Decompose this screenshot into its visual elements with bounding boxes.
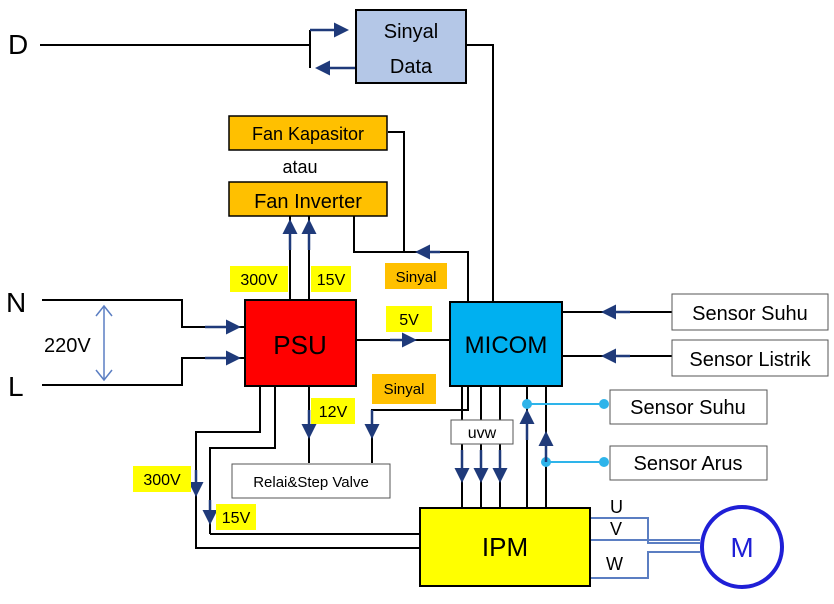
label-sinyal-mid: Sinyal (372, 374, 436, 404)
psu-block: PSU (244, 299, 357, 387)
svg-text:Fan Inverter: Fan Inverter (254, 191, 362, 213)
phase-w-label: W (606, 554, 623, 574)
label-15v-top: 15V (311, 266, 351, 292)
wires (40, 30, 672, 549)
sensor-links (527, 403, 604, 463)
svg-text:15V: 15V (317, 272, 346, 289)
motor: M (700, 505, 784, 589)
svg-text:Sensor Suhu: Sensor Suhu (630, 397, 746, 419)
voltage-label: 220V (44, 335, 91, 357)
arrows (188, 22, 630, 525)
dot-arus-right (599, 457, 609, 467)
phase-u-line (590, 517, 700, 544)
wire-l (42, 357, 244, 386)
svg-text:MICOM: MICOM (465, 332, 548, 359)
svg-text:Sinyal: Sinyal (396, 269, 437, 286)
wire-fankap-micom (388, 131, 405, 252)
wire-psu-ipm-1 (195, 386, 420, 549)
sinyal-data-line2: Data (390, 56, 433, 78)
sensor-suhu-mid: Sensor Suhu (609, 389, 768, 425)
label-300v-left: 300V (133, 466, 191, 492)
uvw-block: uvw (450, 419, 514, 445)
phase-lines (590, 517, 700, 579)
label-5v: 5V (386, 306, 432, 332)
sensor-arus: Sensor Arus (609, 445, 768, 481)
svg-text:Sensor Arus: Sensor Arus (634, 453, 743, 475)
label-12v: 12V (311, 398, 355, 424)
svg-text:Sensor Suhu: Sensor Suhu (692, 303, 808, 325)
sensor-listrik: Sensor Listrik (671, 339, 829, 377)
relai-block: Relai&Step Valve (231, 463, 391, 499)
label-sinyal-top: Sinyal (385, 263, 447, 289)
input-d: D (8, 29, 28, 60)
svg-text:300V: 300V (240, 272, 278, 289)
phase-v-label: V (610, 519, 622, 539)
sensor-dots (522, 399, 609, 467)
svg-text:Relai&Step Valve: Relai&Step Valve (253, 474, 369, 491)
input-n: N (6, 287, 26, 318)
sensor-suhu-right: Sensor Suhu (671, 293, 829, 331)
svg-text:300V: 300V (143, 472, 181, 489)
sinyal-data-block: Sinyal Data (355, 9, 467, 84)
ipm-block: IPM (419, 507, 591, 587)
wire-psu-ipm-2 (209, 386, 276, 534)
wire-sd-micom (466, 44, 494, 302)
dot-suhu-right (599, 399, 609, 409)
atau-label: atau (282, 157, 317, 177)
svg-text:IPM: IPM (482, 532, 528, 562)
motor-label: M (730, 532, 753, 563)
label-300v-top: 300V (230, 266, 288, 292)
voltage-arrow (95, 304, 113, 382)
svg-text:uvw: uvw (468, 425, 497, 442)
micom-block: MICOM (449, 301, 563, 387)
phase-u-label: U (610, 497, 623, 517)
input-l: L (8, 371, 24, 402)
fan-inverter-block: Fan Inverter (228, 181, 388, 217)
sinyal-data-line1: Sinyal (384, 21, 438, 43)
phase-w-line (590, 551, 700, 579)
label-15v-left: 15V (216, 504, 256, 530)
wire-n (42, 299, 244, 328)
svg-text:PSU: PSU (273, 330, 326, 360)
svg-text:12V: 12V (319, 404, 348, 421)
wire-fan-micom (353, 216, 469, 302)
svg-text:5V: 5V (399, 312, 419, 329)
svg-text:Fan Kapasitor: Fan Kapasitor (252, 124, 364, 144)
svg-text:Sensor Listrik: Sensor Listrik (689, 349, 811, 371)
svg-text:Sinyal: Sinyal (384, 381, 425, 398)
svg-text:15V: 15V (222, 510, 251, 527)
dot-suhu-left (522, 399, 532, 409)
fan-kapasitor-block: Fan Kapasitor (228, 115, 388, 151)
